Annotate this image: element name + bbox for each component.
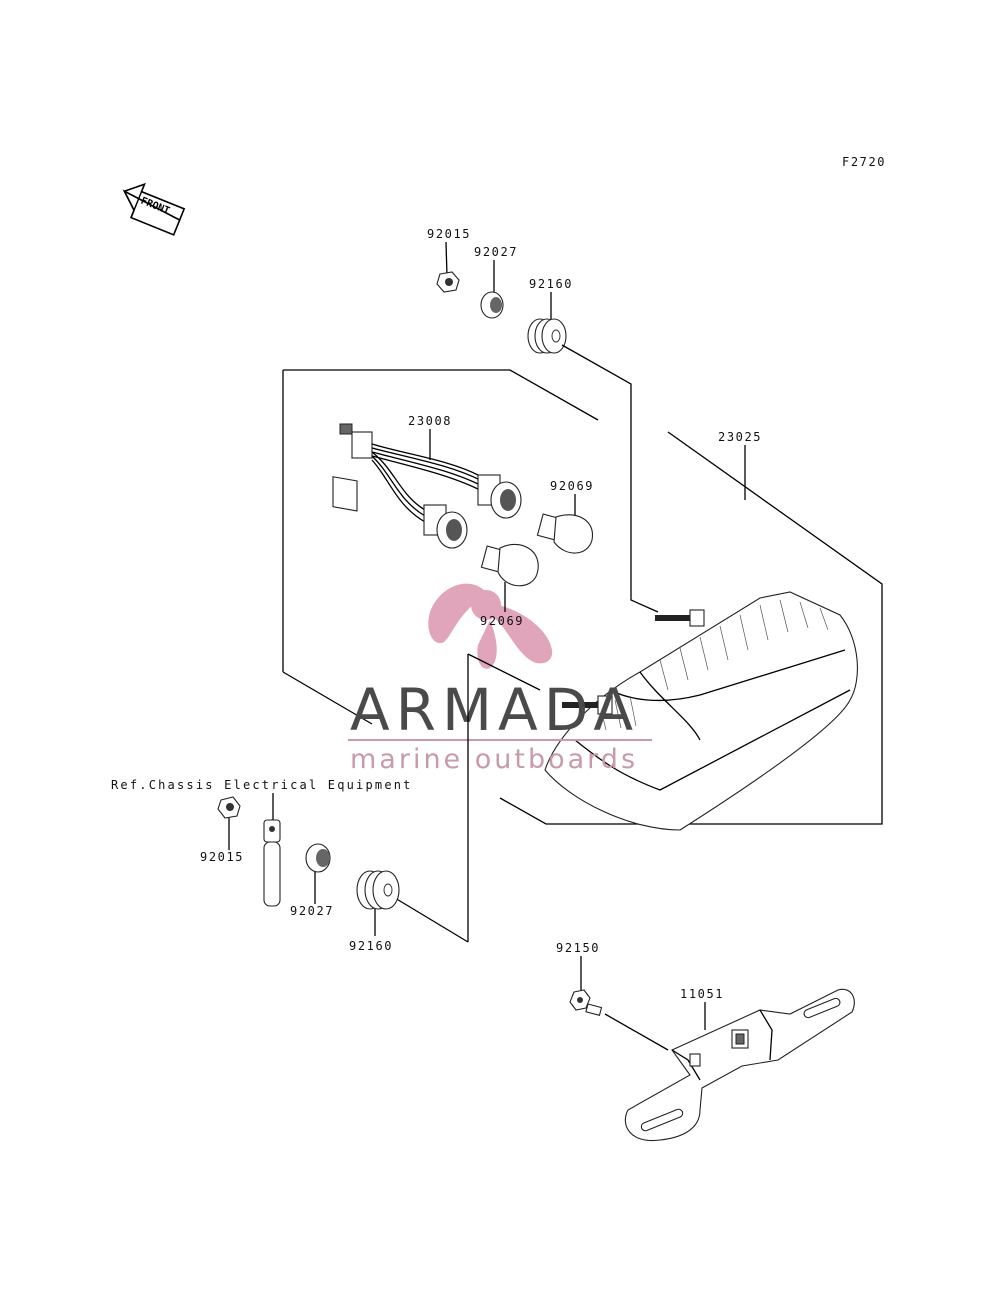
reference-note: Ref.Chassis Electrical Equipment [111, 778, 413, 792]
watermark-logo-icon [428, 583, 553, 669]
label-bracket-bolt: 92150 [556, 941, 600, 955]
bracket-icon [624, 988, 855, 1142]
watermark-tagline: marine outboards [350, 744, 638, 775]
bulb-icon [480, 543, 539, 587]
nut-icon [436, 271, 460, 293]
collar-icon [480, 291, 504, 319]
label-bulb-left: 92069 [480, 614, 524, 628]
grommet-icon [356, 870, 400, 910]
grommet-icon [527, 318, 567, 354]
label-ref-grommet: 92160 [349, 939, 393, 953]
label-ref-collar: 92027 [290, 904, 334, 918]
terminal-icon [263, 819, 281, 907]
wire-harness-icon [332, 423, 522, 549]
label-bulb-right: 92069 [550, 479, 594, 493]
label-top-nut: 92015 [427, 227, 471, 241]
front-arrow-icon: FRONT [122, 182, 186, 236]
label-wire-harness: 23008 [408, 414, 452, 428]
watermark-brand: ARMADA [350, 676, 639, 744]
tail-lamp-icon [544, 591, 858, 831]
bolt-icon [569, 989, 603, 1017]
nut-icon [217, 796, 241, 819]
collar-icon [305, 843, 331, 873]
label-ref-nut: 92015 [200, 850, 244, 864]
bulb-icon [536, 513, 593, 554]
label-top-collar: 92027 [474, 245, 518, 259]
label-tail-lamp: 23025 [718, 430, 762, 444]
diagram-code: F2720 [842, 155, 886, 169]
label-bracket: 11051 [680, 987, 724, 1001]
label-top-grommet: 92160 [529, 277, 573, 291]
